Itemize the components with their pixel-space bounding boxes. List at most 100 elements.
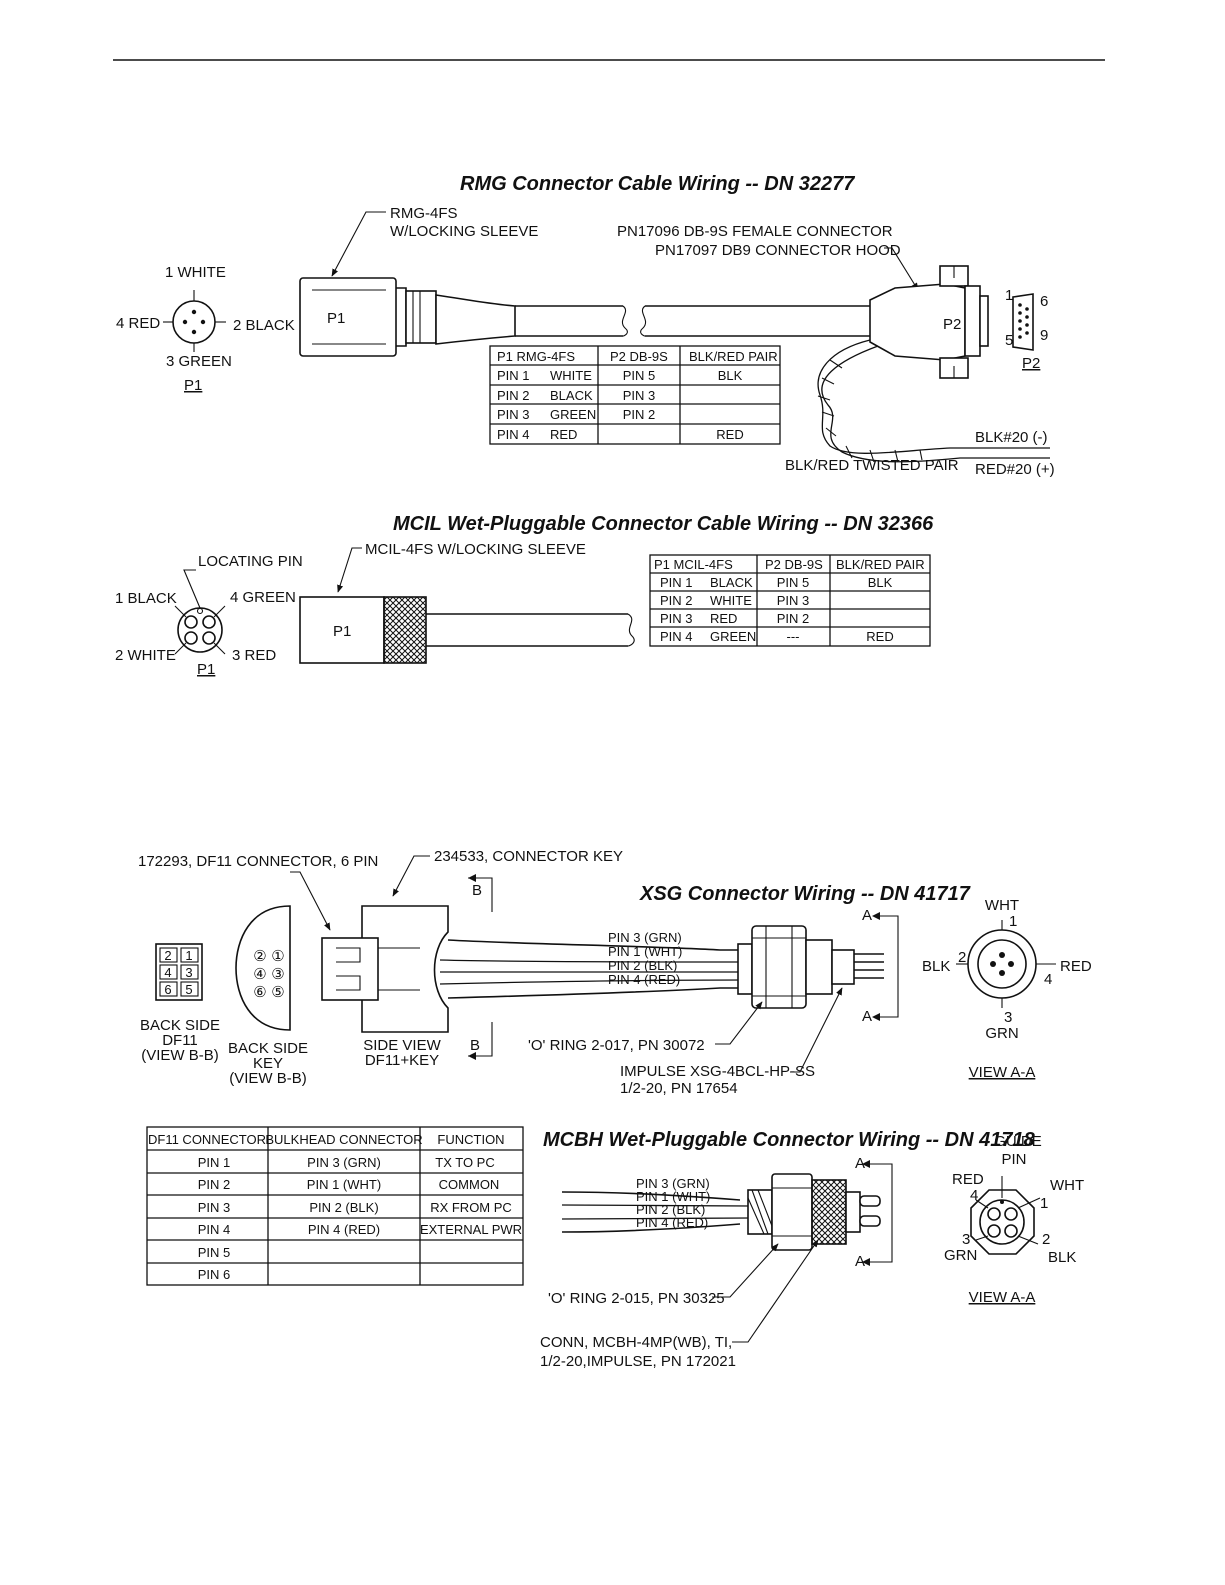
mcil-r4-p2: --- [787, 629, 800, 644]
df11-r3-bulk: PIN 2 (BLK) [309, 1200, 378, 1215]
df11-pin-3: 3 [185, 965, 192, 980]
rmg-face-name: P1 [184, 377, 202, 394]
back-key-l2: KEY [253, 1055, 283, 1072]
mcil-th-p2: P2 DB-9S [765, 557, 823, 572]
mcbh-title: MCBH Wet-Pluggable Connector Wiring -- D… [543, 1129, 1036, 1151]
mcil-leader [337, 547, 362, 593]
df11-pin-4: 4 [164, 965, 171, 980]
mcil-r4-pair: RED [866, 629, 893, 644]
df11-r1-fn: TX TO PC [435, 1155, 494, 1170]
rmg-twisted-pair [817, 339, 1050, 463]
mcil-wiring-table: P1 MCIL-4FS P2 DB-9S BLK/RED PAIR PIN 1 … [649, 554, 931, 647]
df11-pin-6: 6 [164, 982, 171, 997]
rmg-r2-p2: PIN 3 [623, 388, 656, 403]
mcil-r4-color: GREEN [710, 629, 756, 644]
b-mark-bottom: B [470, 1037, 480, 1054]
df11-back-grid: 2 1 4 3 6 5 [155, 943, 203, 1001]
rmg-r3-color: GREEN [550, 407, 596, 422]
mcbh-view-n4: 4 [970, 1187, 978, 1204]
mcbh-oring-label: 'O' RING 2-015, PN 30325 [548, 1290, 725, 1307]
b-mark-top: B [472, 882, 482, 899]
df11-r1-df11: PIN 1 [198, 1155, 231, 1170]
df11-th-df11: DF11 CONNECTOR [148, 1132, 266, 1147]
key-leader [392, 855, 430, 897]
mcil-pin4-label: 4 GREEN [230, 589, 296, 606]
rmg-wiring-table: P1 RMG-4FS P2 DB-9S BLK/RED PAIR PIN 1 W… [489, 345, 781, 445]
side-view-l2: DF11+KEY [365, 1052, 439, 1069]
mcbh-wire-3: PIN 2 (BLK) [636, 1202, 705, 1217]
xsg-section: XSG Connector Wiring -- DN 41717 172293,… [138, 848, 1092, 1097]
rmg-p1-leader [331, 211, 386, 277]
mcbh-view-wht: WHT [1050, 1177, 1084, 1194]
xsg-impulse-l1: IMPULSE XSG-4BCL-HP-SS [620, 1063, 815, 1080]
rmg-db9-face: 1 6 5 9 P2 [1005, 287, 1048, 372]
df11-callout: 172293, DF11 CONNECTOR, 6 PIN [138, 853, 378, 870]
xsg-impulse-leader [790, 987, 843, 1073]
xsg-a-mark-top: A [862, 907, 872, 924]
xsg-oring-label: 'O' RING 2-017, PN 30072 [528, 1037, 705, 1054]
back-df11-l2: DF11 [162, 1032, 198, 1049]
xsg-view-n4: 4 [1044, 971, 1052, 988]
mcil-r3-color: RED [710, 611, 737, 626]
db9-n9: 9 [1040, 327, 1048, 344]
xsg-view-n2: 2 [958, 949, 966, 966]
rmg-p1-face: 1 WHITE 2 BLACK 3 GREEN 4 RED P1 [116, 264, 295, 394]
mcbh-oring-leader [712, 1243, 779, 1298]
df11-r3-df11: PIN 3 [198, 1200, 231, 1215]
rmg-title: RMG Connector Cable Wiring -- DN 32277 [460, 173, 855, 195]
df11-r2-fn: COMMON [439, 1177, 500, 1192]
mcbh-a-mark-top: A [855, 1155, 865, 1172]
rmg-th-p2: P2 DB-9S [610, 349, 668, 364]
mcil-r3-pin: PIN 3 [660, 611, 693, 626]
df11-r5-df11: PIN 5 [198, 1245, 231, 1260]
mcbh-view-n1: 1 [1040, 1195, 1048, 1212]
mcil-locking-sleeve [383, 596, 427, 664]
rmg-r2-pin: PIN 2 [497, 388, 530, 403]
mcbh-view-n2: 2 [1042, 1231, 1050, 1248]
rmg-twisted-pair-label: BLK/RED TWISTED PAIR [785, 457, 959, 474]
mcbh-wire-2: PIN 1 (WHT) [636, 1189, 710, 1204]
mcil-r1-pin: PIN 1 [660, 575, 693, 590]
mcbh-conn-leader [732, 1239, 819, 1343]
df11-pin-5: 5 [185, 982, 192, 997]
rmg-r1-p2: PIN 5 [623, 368, 656, 383]
rmg-r3-pin: PIN 3 [497, 407, 530, 422]
mcbh-view-n3: 3 [962, 1231, 970, 1248]
xsg-view-aa: WHT 1 BLK 2 RED 4 3 GRN VIEW A-A [922, 897, 1092, 1081]
mcil-pin1-label: 1 BLACK [115, 590, 177, 607]
df11-pin-table: DF11 CONNECTOR BULKHEAD CONNECTOR FUNCTI… [146, 1126, 524, 1286]
db9-n5: 5 [1005, 332, 1013, 349]
rmg-r1-pin: PIN 1 [497, 368, 530, 383]
df11-pin-2: 2 [164, 948, 171, 963]
rmg-r1-color: WHITE [550, 368, 592, 383]
mcil-section: MCIL Wet-Pluggable Connector Cable Wirin… [115, 513, 934, 678]
key-pin-1: ① [271, 948, 284, 965]
mcil-th-pair: BLK/RED PAIR [836, 557, 925, 572]
rmg-r3-p2: PIN 2 [623, 407, 656, 422]
xsg-view-n3: 3 [1004, 1009, 1012, 1026]
key-pin-4: ④ [253, 966, 266, 983]
rmg-r4-pair: RED [716, 427, 743, 442]
xsg-oring-leader [715, 1001, 763, 1045]
mcbh-view-aa: GUIDE PIN RED 4 WHT 1 3 GRN 2 BLK VIEW A… [944, 1133, 1084, 1306]
back-key-l3: (VIEW B-B) [229, 1070, 307, 1087]
mcil-title: MCIL Wet-Pluggable Connector Cable Wirin… [393, 513, 934, 535]
df11-r2-df11: PIN 2 [198, 1177, 231, 1192]
mcil-face-name: P1 [197, 661, 215, 678]
rmg-r4-color: RED [550, 427, 577, 442]
xsg-wire-2: PIN 1 (WHT) [608, 944, 682, 959]
mcbh-section: MCBH Wet-Pluggable Connector Wiring -- D… [540, 1129, 1084, 1370]
mcil-r2-color: WHITE [710, 593, 752, 608]
xsg-view-wht: WHT [985, 897, 1019, 914]
mcil-r2-pin: PIN 2 [660, 593, 693, 608]
mcil-p1-body [299, 596, 385, 664]
back-df11-l3: (VIEW B-B) [141, 1047, 219, 1064]
xsg-wire-1: PIN 3 (GRN) [608, 930, 682, 945]
key-pin-3: ③ [271, 966, 284, 983]
mcbh-wire-4: PIN 4 (RED) [636, 1215, 708, 1230]
mcil-r1-pair: BLK [868, 575, 893, 590]
mcbh-view-grn: GRN [944, 1247, 977, 1264]
rmg-p1-body [299, 277, 397, 357]
xsg-view-caption: VIEW A-A [969, 1064, 1036, 1081]
